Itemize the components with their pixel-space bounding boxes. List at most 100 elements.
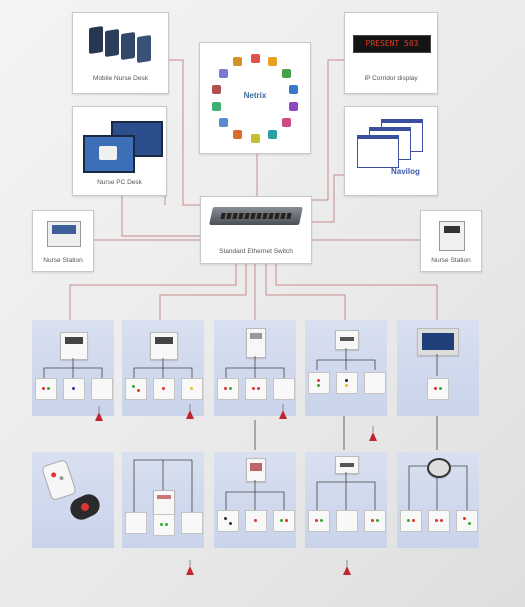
call-button-icon — [428, 510, 450, 532]
room-wiring — [133, 459, 193, 512]
call-button-icon — [308, 372, 330, 394]
nurse-station-left-card: Nurse Station — [32, 210, 94, 272]
nurse-station-icon — [47, 221, 81, 247]
room-wiring — [408, 465, 468, 510]
call-button-icon — [364, 510, 386, 532]
switch-icon — [209, 207, 303, 225]
room-terminal-icon — [153, 490, 175, 516]
app-icon — [211, 84, 221, 94]
corridor-display-text: PRESENT 503 — [365, 39, 419, 48]
room-wiring — [225, 356, 285, 378]
call-button-icon — [456, 510, 478, 532]
app-icon — [250, 133, 260, 143]
room-panel-7 — [122, 452, 204, 548]
call-button-icon — [125, 378, 147, 400]
socket-icon — [273, 378, 295, 400]
netrix-card: Netrix — [199, 42, 311, 154]
pear-switch-icon — [186, 404, 194, 419]
pear-switch-icon — [279, 404, 287, 419]
wire-corridor-display — [306, 59, 344, 201]
socket-icon — [181, 512, 203, 534]
room-panel-6 — [32, 452, 114, 548]
room-terminal-icon — [246, 328, 266, 358]
wire-mobile-desk — [167, 59, 212, 206]
app-icon — [267, 129, 277, 139]
nurse-station-icon — [439, 221, 465, 251]
call-button-icon — [273, 510, 295, 532]
room-panel-10 — [397, 452, 479, 548]
call-button-icon — [308, 510, 330, 532]
call-button-icon — [245, 510, 267, 532]
phone-icon — [89, 26, 103, 54]
ethernet-switch-label: Standard Ethernet Switch — [219, 248, 293, 255]
call-button-icon — [153, 378, 175, 400]
pear-switch-icon — [186, 560, 194, 575]
app-icon — [219, 68, 229, 78]
app-icon — [211, 102, 221, 112]
pear-switch-icon — [369, 426, 377, 441]
socket-icon — [336, 510, 358, 532]
room-terminal-icon — [335, 330, 359, 350]
app-icon — [289, 102, 299, 112]
call-button-icon — [153, 514, 175, 536]
app-icon — [281, 68, 291, 78]
call-button-icon — [336, 372, 358, 394]
netrix-logo: Netrix — [243, 91, 267, 100]
wire-room-4 — [265, 262, 346, 320]
call-button-icon — [35, 378, 57, 400]
app-icon — [233, 57, 243, 67]
room-panel-5 — [397, 320, 479, 416]
app-icon — [289, 84, 299, 94]
call-button-icon — [400, 510, 422, 532]
room-terminal-icon — [60, 332, 88, 360]
wire-navilog — [306, 174, 351, 223]
mobile-nurse-desk-card: Mobile Nurse Desk — [72, 12, 169, 94]
room-terminal-icon — [150, 332, 178, 360]
room-wiring — [436, 354, 438, 376]
phone-icon — [105, 29, 119, 57]
app-icon — [250, 53, 260, 63]
app-icon — [219, 118, 229, 128]
touch-terminal-icon — [417, 328, 459, 356]
socket-icon — [91, 378, 113, 400]
wire-room-5 — [275, 262, 438, 320]
nurse-pc-desk-card: Nurse PC Desk — [72, 106, 167, 196]
mobile-nurse-desk-label: Mobile Nurse Desk — [93, 75, 148, 82]
room-terminal-icon — [335, 456, 359, 474]
monitor-icon — [83, 135, 135, 173]
call-button-icon — [181, 378, 203, 400]
navilog-logo: Navilog — [391, 167, 420, 176]
socket-icon — [125, 512, 147, 534]
room-wiring — [316, 348, 376, 370]
room-wiring — [43, 358, 103, 378]
app-icon — [233, 129, 243, 139]
room-panel-3 — [214, 320, 296, 416]
call-button-icon — [63, 378, 85, 400]
room-panel-1 — [32, 320, 114, 416]
wire-pc-desk-b — [121, 193, 212, 237]
room-panel-8 — [214, 452, 296, 548]
wire-room-1 — [69, 262, 237, 320]
netrix-app-ring — [200, 43, 310, 153]
room-wiring — [225, 480, 285, 510]
room-wiring — [133, 358, 193, 378]
nurse-station-right-label: Nurse Station — [431, 257, 471, 264]
call-button-icon — [217, 378, 239, 400]
ceiling-unit-icon — [427, 458, 451, 478]
call-button-icon — [217, 510, 239, 532]
socket-icon — [364, 372, 386, 394]
app-icon — [267, 57, 277, 67]
phone-icon — [137, 35, 151, 63]
call-button-icon — [427, 378, 449, 400]
room-terminal-icon — [246, 458, 266, 482]
ip-corridor-display-label: IP Corridor display — [364, 75, 418, 82]
pear-switch-icon — [95, 406, 103, 421]
navilog-card: Navilog — [344, 106, 438, 196]
window-icon — [357, 135, 399, 168]
room-panel-9 — [305, 452, 387, 548]
room-panel-2 — [122, 320, 204, 416]
room-wiring — [316, 472, 376, 510]
pear-switch-icon — [343, 560, 351, 575]
